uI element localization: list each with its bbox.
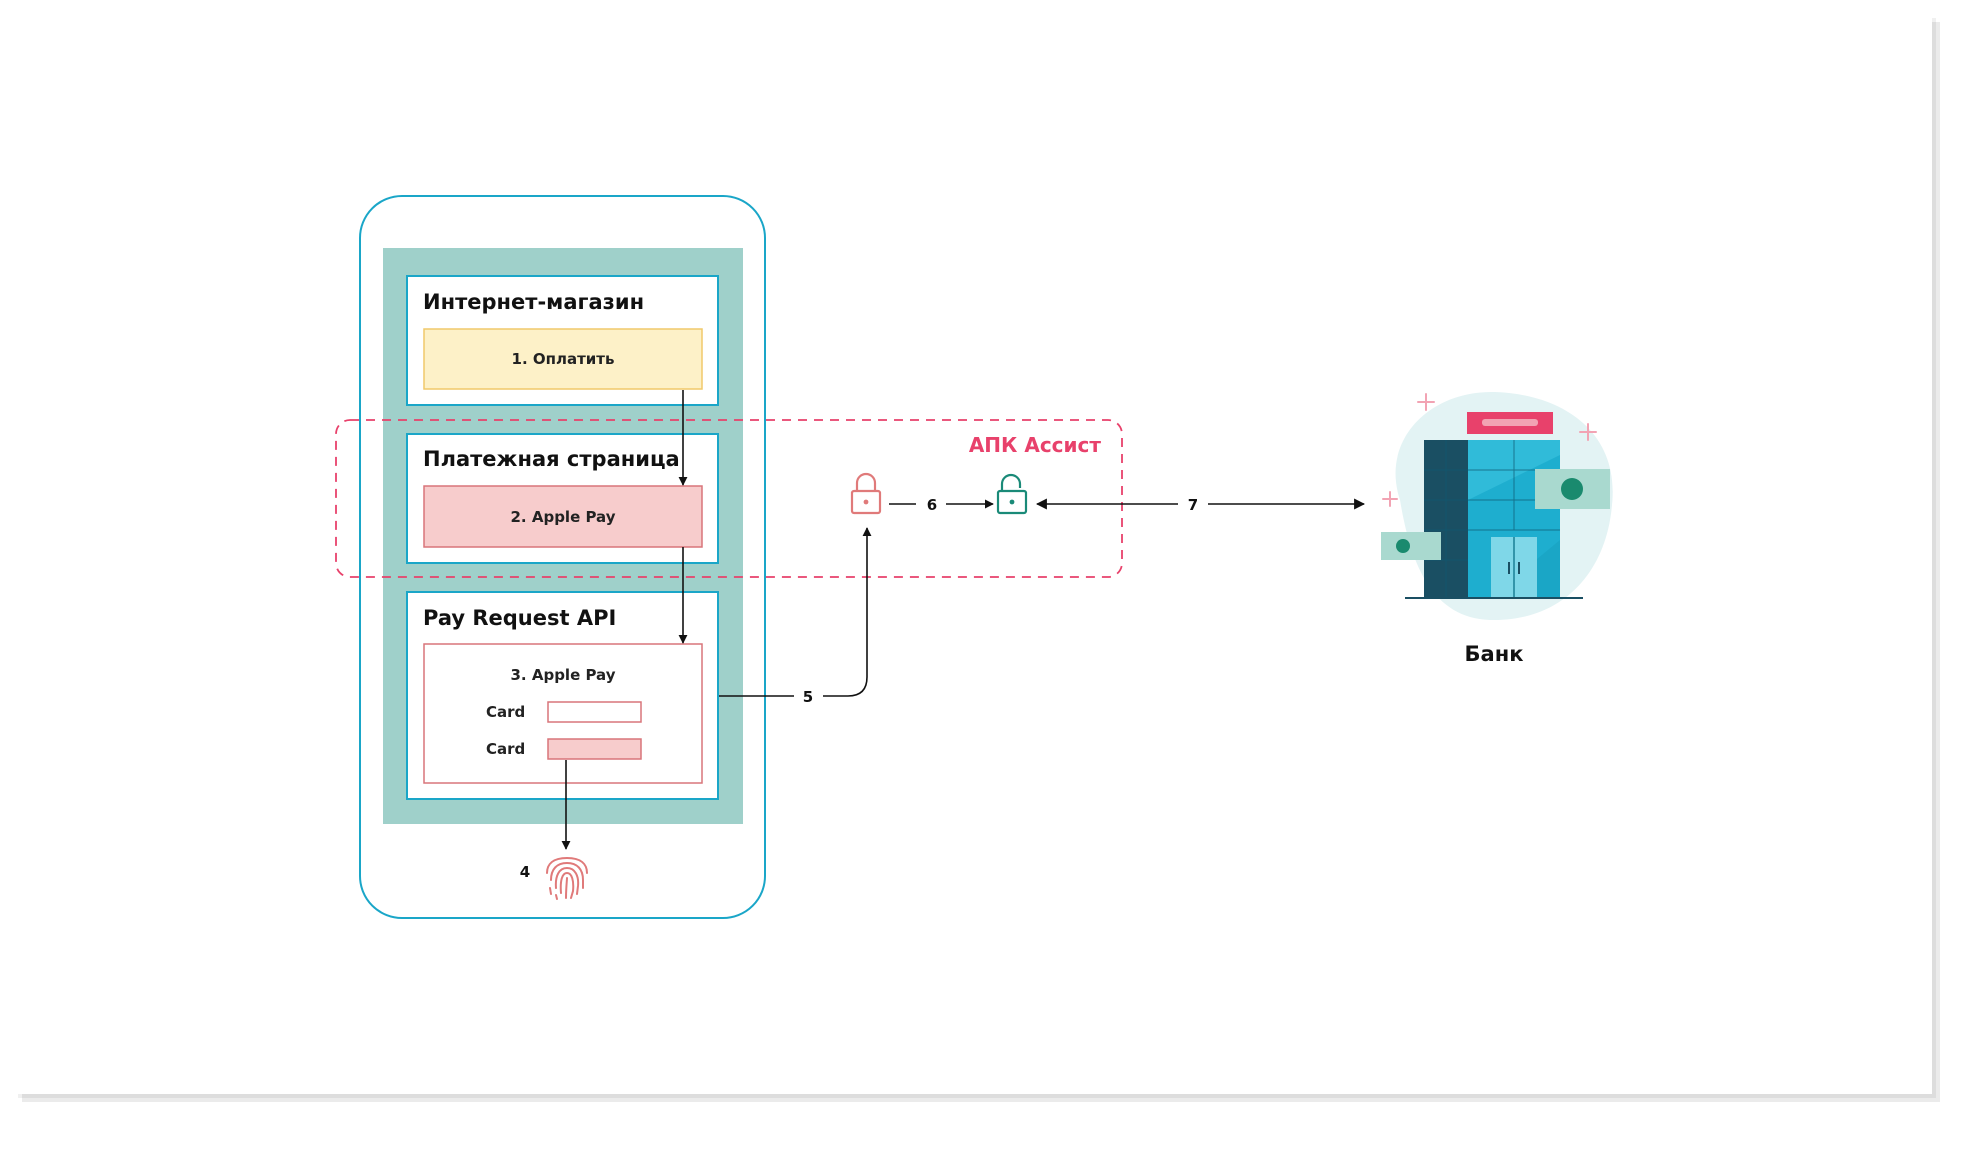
step-7-label: 7 bbox=[1188, 496, 1198, 514]
shop-panel: Интернет-магазин 1. Оплатить bbox=[406, 275, 719, 406]
step-7-connector: 7 bbox=[1035, 496, 1366, 514]
lock-closed-icon bbox=[850, 472, 882, 515]
pay-request-title: Pay Request API bbox=[423, 606, 616, 630]
step-6-label: 6 bbox=[927, 496, 937, 514]
pay-button[interactable] bbox=[423, 328, 703, 390]
apple-pay-button-label: 2. Apple Pay bbox=[510, 508, 615, 526]
bank-label: Банк bbox=[1465, 642, 1524, 666]
card-field-2[interactable] bbox=[547, 738, 642, 760]
assist-label: АПК Ассист bbox=[969, 433, 1102, 457]
lock-open-icon bbox=[996, 473, 1028, 515]
fingerprint-icon[interactable] bbox=[546, 856, 588, 900]
apple-pay-button[interactable] bbox=[423, 485, 703, 548]
shop-title: Интернет-магазин bbox=[423, 290, 644, 314]
step-6-connector: 6 bbox=[889, 496, 994, 514]
pay-button-label: 1. Оплатить bbox=[512, 350, 615, 368]
step-5-connector: 5 bbox=[719, 527, 872, 706]
payment-page-panel: Платежная страница 2. Apple Pay bbox=[406, 433, 719, 564]
step-5-label: 5 bbox=[803, 688, 813, 706]
pay-request-panel: Pay Request API 3. Apple Pay Card Card bbox=[406, 591, 719, 800]
bank-building-icon bbox=[1381, 391, 1613, 621]
slide-card bbox=[14, 14, 1940, 1102]
card-field-2-label: Card bbox=[486, 740, 525, 758]
phone: Интернет-магазин 1. Оплатить Платежная с… bbox=[359, 195, 766, 919]
payment-page-title: Платежная страница bbox=[423, 447, 680, 471]
step-4-label: 4 bbox=[520, 863, 530, 881]
card-field-1[interactable] bbox=[547, 701, 642, 723]
apple-pay-form-title: 3. Apple Pay bbox=[510, 666, 615, 684]
card-field-1-label: Card bbox=[486, 703, 525, 721]
assist-zone: АПК Ассист bbox=[335, 419, 1123, 578]
